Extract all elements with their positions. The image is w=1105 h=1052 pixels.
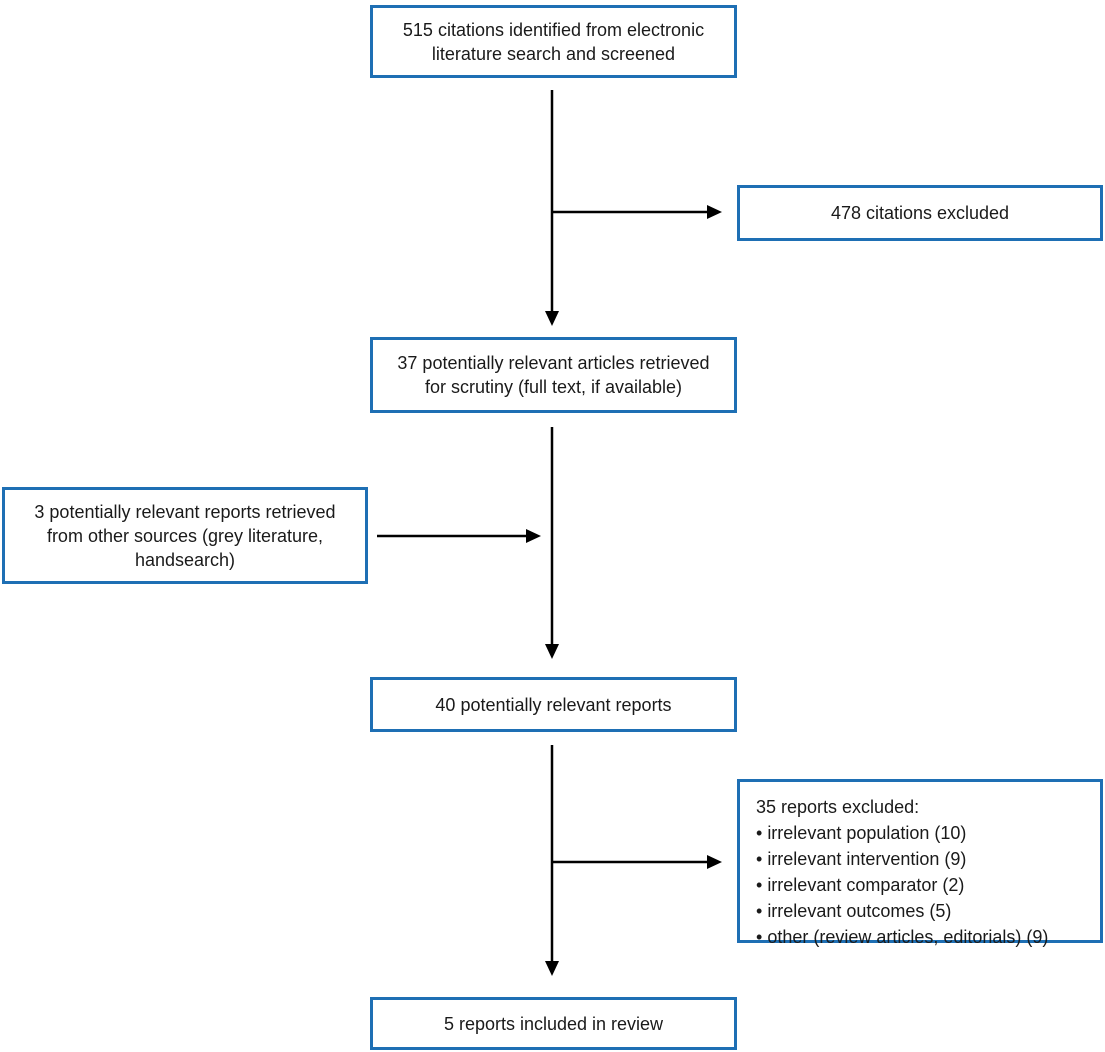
box-citations-identified: 515 citations identified from electronic…: [370, 5, 737, 78]
reports-included-label: 5 reports included in review: [443, 1013, 664, 1034]
other-sources-label: 3 potentially relevant reports retrieved…: [34, 501, 336, 570]
reports-excluded-title: 35 reports excluded:: [756, 797, 920, 817]
citations-excluded-label: 478 citations excluded: [830, 203, 1010, 223]
citations-identified-label: 515 citations identified from electronic…: [402, 19, 705, 64]
relevant-reports-label: 40 potentially relevant reports: [435, 694, 672, 715]
box-other-sources: 3 potentially relevant reports retrieved…: [2, 487, 368, 584]
excluded-reason: other (review articles, editorials) (9): [756, 924, 1090, 950]
box-reports-excluded: 35 reports excluded: irrelevant populati…: [737, 779, 1103, 947]
reports-excluded-list: irrelevant population (10) irrelevant in…: [756, 820, 1090, 950]
excluded-reason: irrelevant comparator (2): [756, 872, 1090, 898]
excluded-reason: irrelevant outcomes (5): [756, 898, 1090, 924]
box-reports-included: 5 reports included in review: [370, 997, 737, 1050]
box-citations-excluded: 478 citations excluded: [737, 185, 1103, 241]
excluded-reason: irrelevant intervention (9): [756, 846, 1090, 872]
box-relevant-reports: 40 potentially relevant reports: [370, 677, 737, 732]
articles-retrieved-label: 37 potentially relevant articles retriev…: [397, 353, 710, 397]
box-articles-retrieved: 37 potentially relevant articles retriev…: [370, 337, 737, 413]
excluded-reason: irrelevant population (10): [756, 820, 1090, 846]
